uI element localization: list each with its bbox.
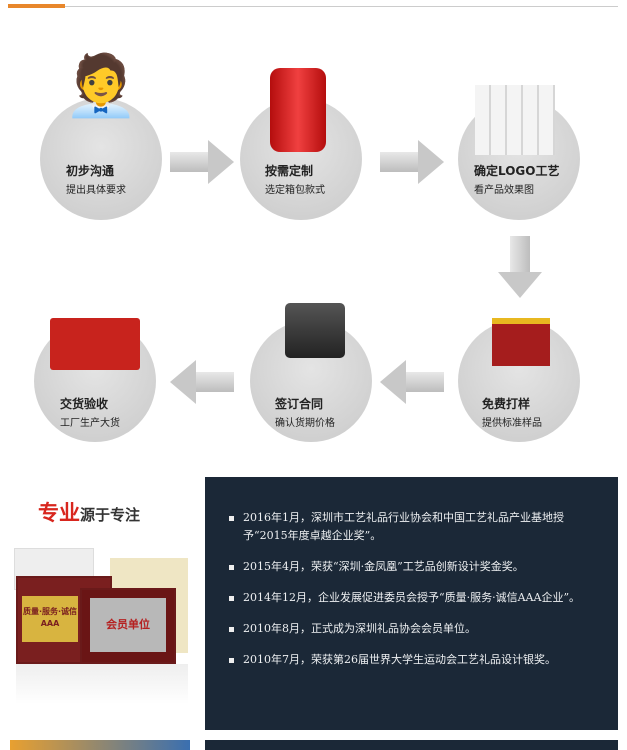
- section-divider: [8, 6, 618, 7]
- step-title: 确定LOGO工艺: [474, 164, 560, 178]
- plaque-text: 质量·服务·诚信AAA: [22, 596, 78, 642]
- heading-highlight: 专业: [38, 501, 80, 525]
- step-6-label: 交货验收工厂生产大货: [60, 395, 182, 429]
- step-2-label: 按需定制选定箱包款式: [265, 162, 387, 196]
- section-header-accent: [8, 4, 65, 8]
- award-item: 2014年12月，企业发展促进委员会授予“质量·服务·诚信AAA企业”。: [229, 589, 604, 607]
- next-section-image: [10, 740, 190, 750]
- step-3-label: 确定LOGO工艺看产品效果图: [474, 162, 596, 196]
- step-subtitle: 看产品效果图: [474, 185, 534, 196]
- red-suitcase-icon: [270, 68, 326, 152]
- step-title: 按需定制: [265, 164, 314, 178]
- step-subtitle: 提出具体要求: [66, 185, 126, 196]
- plaque-text: 会员单位: [90, 598, 166, 652]
- step-title: 免费打样: [482, 397, 531, 411]
- award-item: 2010年8月，正式成为深圳礼品协会会员单位。: [229, 620, 604, 638]
- briefcase-contract-icon: [285, 303, 345, 358]
- step-subtitle: 确认货期价格: [275, 418, 335, 429]
- heading-rest: 源于专注: [80, 506, 141, 524]
- step-subtitle: 选定箱包款式: [265, 185, 325, 196]
- toolbox-icon: [492, 318, 550, 366]
- step-1-circle: [40, 98, 162, 220]
- arrow-left-icon: [170, 360, 234, 404]
- reflection: [16, 664, 188, 704]
- profession-heading: 专业源于专注: [38, 497, 140, 527]
- step-4-label: 免费打样提供标准样品: [482, 395, 604, 429]
- award-item: 2015年4月，荣获“深圳·金凤凰”工艺品创新设计奖金奖。: [229, 558, 604, 576]
- awards-panel: 2016年1月，深圳市工艺礼品行业协会和中国工艺礼品产业基地授予“2015年度卓…: [205, 477, 618, 730]
- award-item: 2010年7月，荣获第26届世界大学生运动会工艺礼品设计银奖。: [229, 651, 604, 669]
- businessman-phone-icon: 🧑‍💼: [63, 51, 139, 121]
- member-plaque: 会员单位: [80, 588, 176, 664]
- step-title: 初步沟通: [66, 164, 115, 178]
- arrow-right-icon: [170, 140, 234, 184]
- next-section-panel: [205, 740, 618, 750]
- step-5-label: 签订合同确认货期价格: [275, 395, 397, 429]
- arrow-down-icon: [498, 236, 542, 298]
- delivery-truck-icon: [50, 318, 140, 370]
- step-subtitle: 提供标准样品: [482, 418, 542, 429]
- arrow-right-icon: [380, 140, 444, 184]
- award-item: 2016年1月，深圳市工艺礼品行业协会和中国工艺礼品产业基地授予“2015年度卓…: [229, 509, 604, 545]
- arrow-left-icon: [380, 360, 444, 404]
- step-1-label: 初步沟通提出具体要求: [66, 162, 188, 196]
- step-subtitle: 工厂生产大货: [60, 418, 120, 429]
- step-title: 交货验收: [60, 397, 109, 411]
- step-title: 签订合同: [275, 397, 324, 411]
- blueprint-rolls-icon: [475, 85, 555, 155]
